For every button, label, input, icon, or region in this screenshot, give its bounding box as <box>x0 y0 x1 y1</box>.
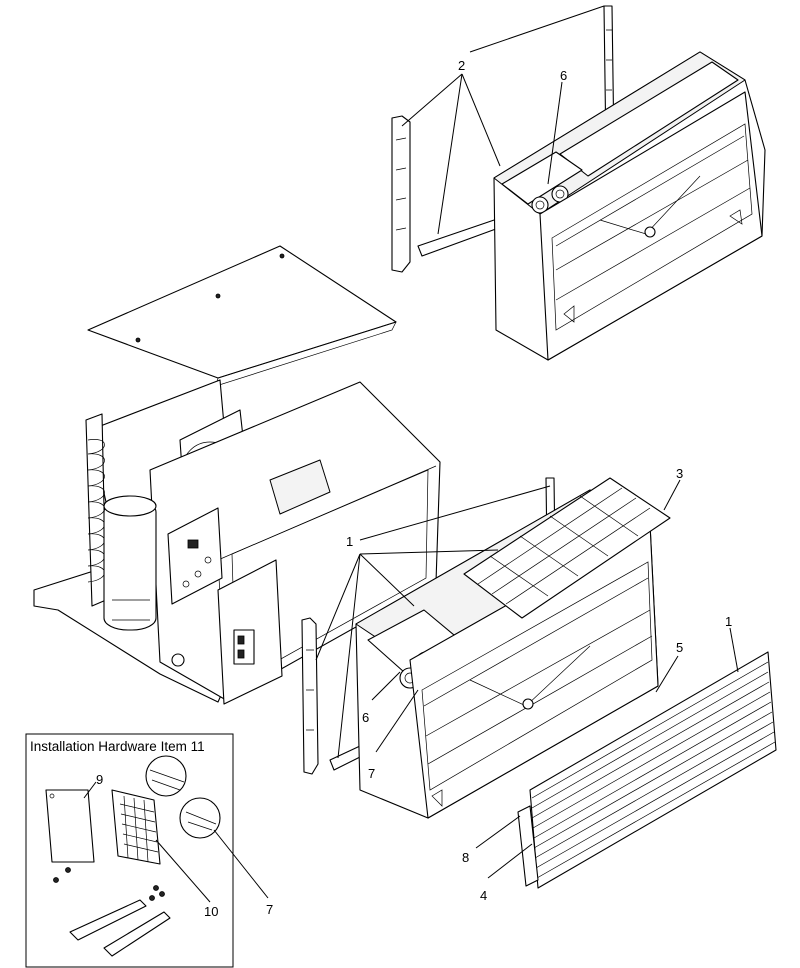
hardware-box-title: Installation Hardware Item 11 <box>30 739 205 754</box>
callout-1-middle: 1 <box>346 534 353 549</box>
callout-6-middle: 6 <box>362 710 369 725</box>
front-grille <box>517 651 777 889</box>
lower-front-cabinet <box>301 477 671 819</box>
callout-6-top: 6 <box>560 68 567 83</box>
callout-7-box: 7 <box>266 902 273 917</box>
chassis-assembly <box>33 245 441 705</box>
callout-4: 4 <box>480 888 487 903</box>
leader-lines <box>83 5 739 903</box>
callout-7-middle: 7 <box>368 766 375 781</box>
callout-2: 2 <box>458 58 465 73</box>
callout-1-right: 1 <box>725 614 732 629</box>
callout-10: 10 <box>204 904 218 919</box>
callout-9: 9 <box>96 772 103 787</box>
callout-3: 3 <box>676 466 683 481</box>
installation-hardware-box: Installation Hardware Item 11 <box>25 733 234 968</box>
callout-8: 8 <box>462 850 469 865</box>
callout-5: 5 <box>676 640 683 655</box>
upper-front-cabinet <box>391 5 766 361</box>
callout-numbers: 2 6 1 3 1 5 6 7 8 4 9 10 7 <box>96 58 732 919</box>
